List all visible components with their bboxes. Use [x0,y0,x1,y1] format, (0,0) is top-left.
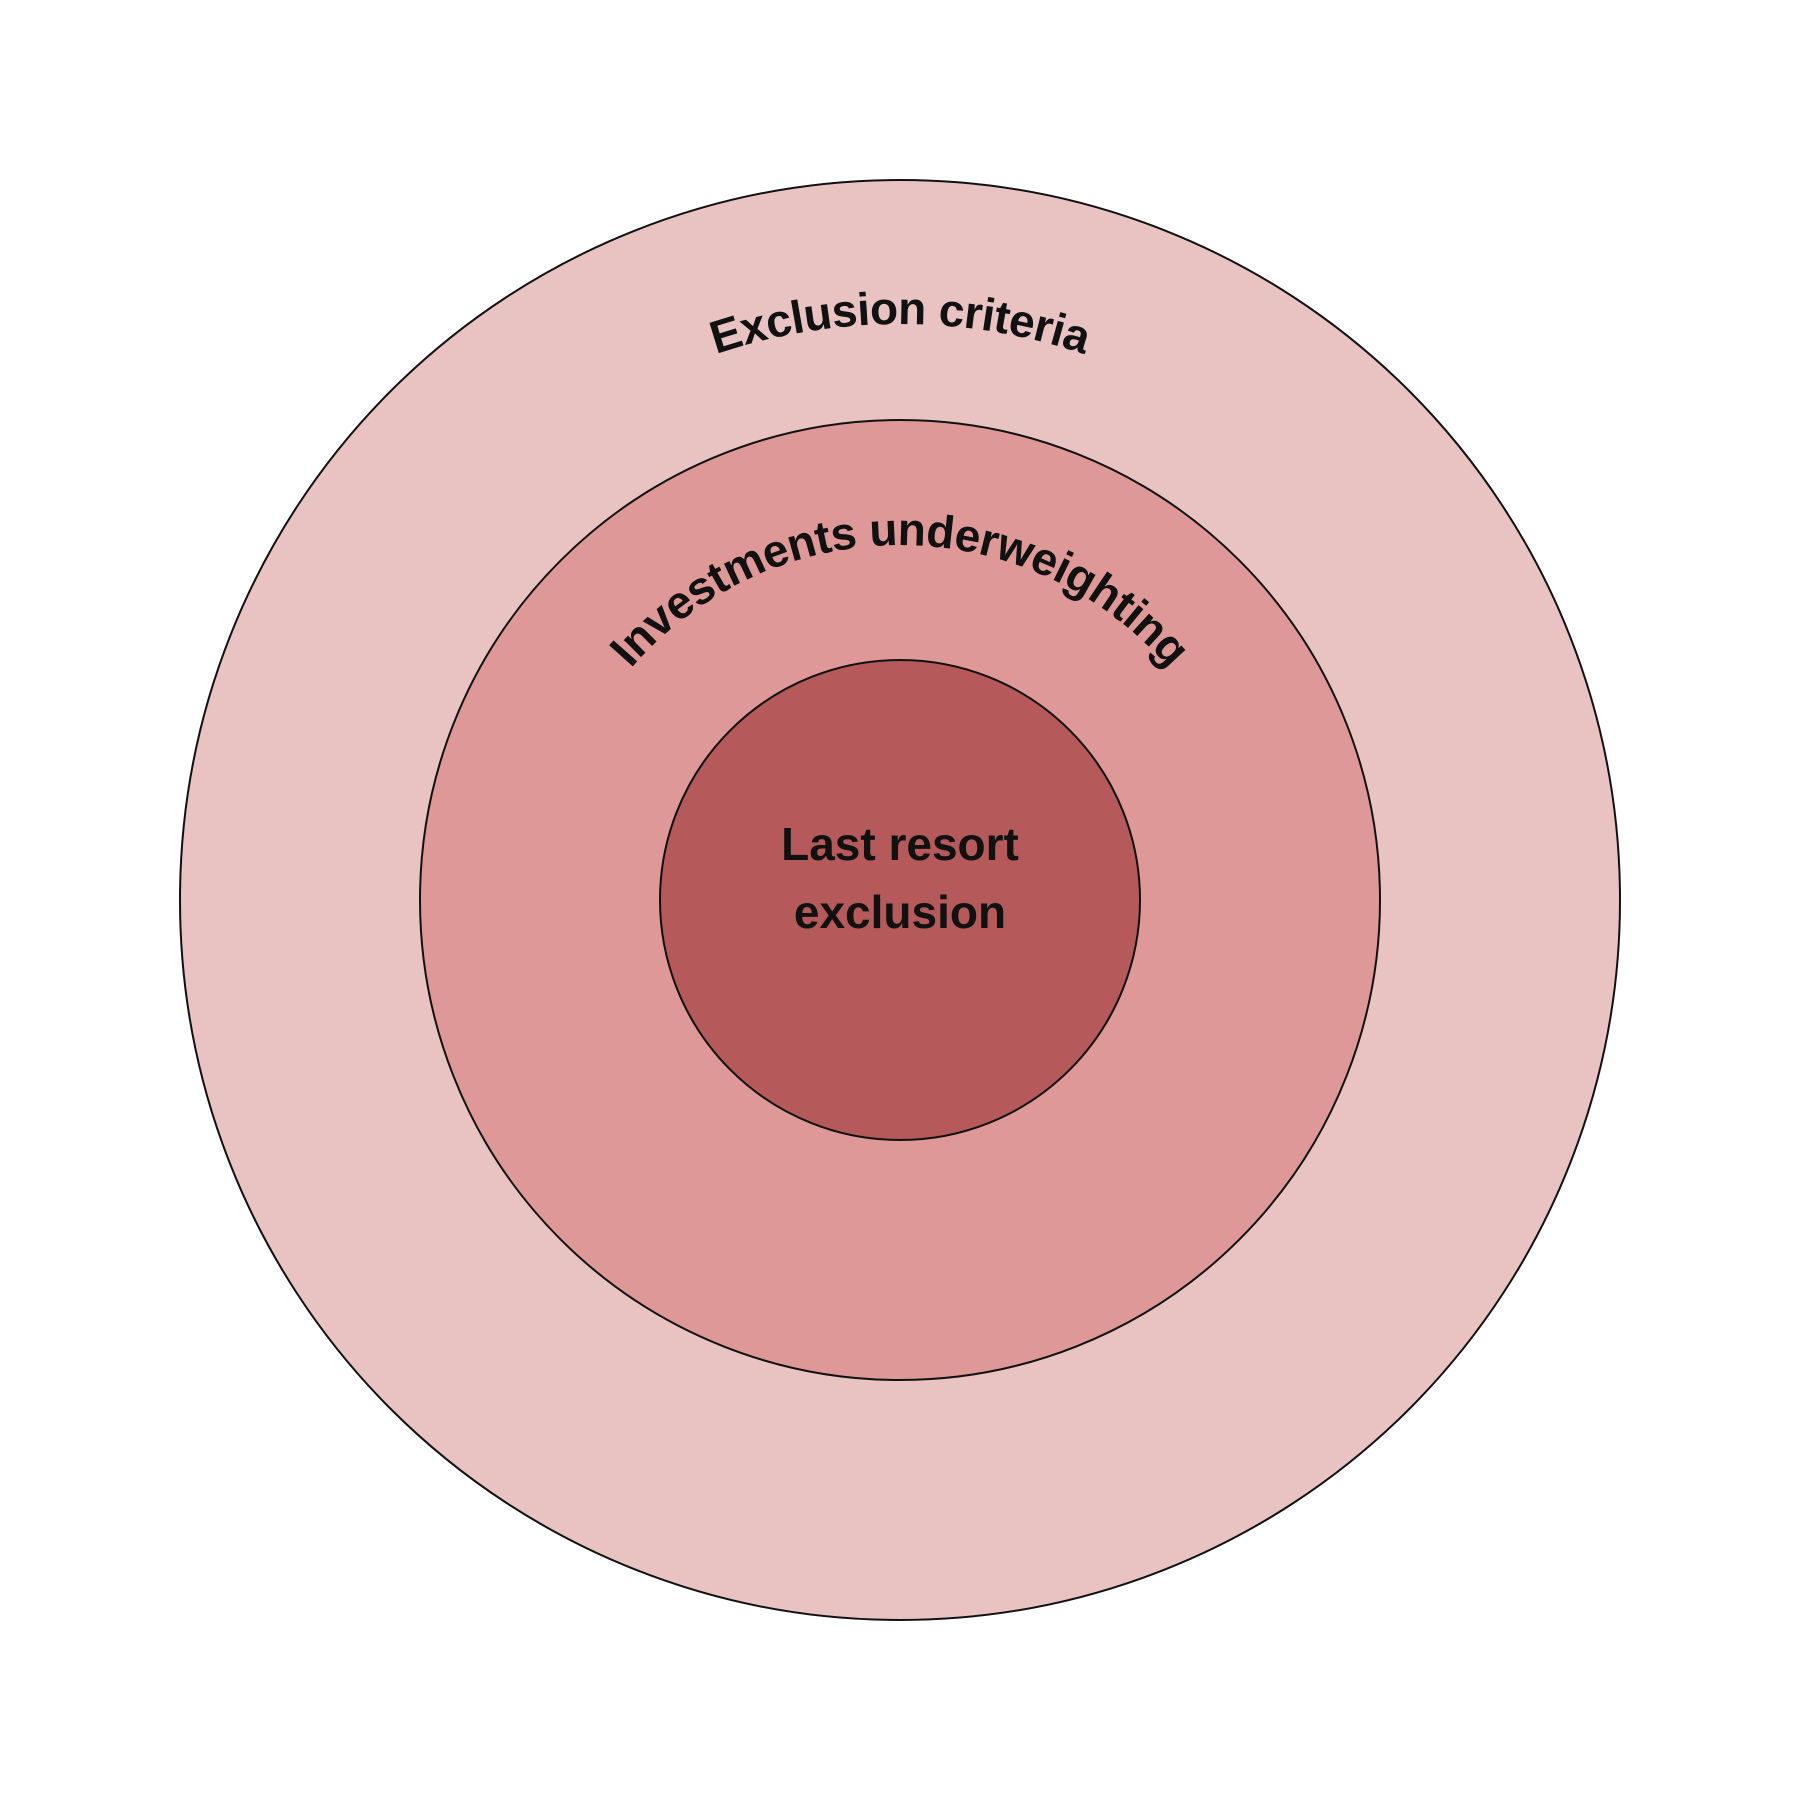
inner-circle [659,659,1141,1141]
inner-circle-label-line2: exclusion [794,886,1006,938]
inner-circle-label-line1: Last resort [781,818,1019,870]
